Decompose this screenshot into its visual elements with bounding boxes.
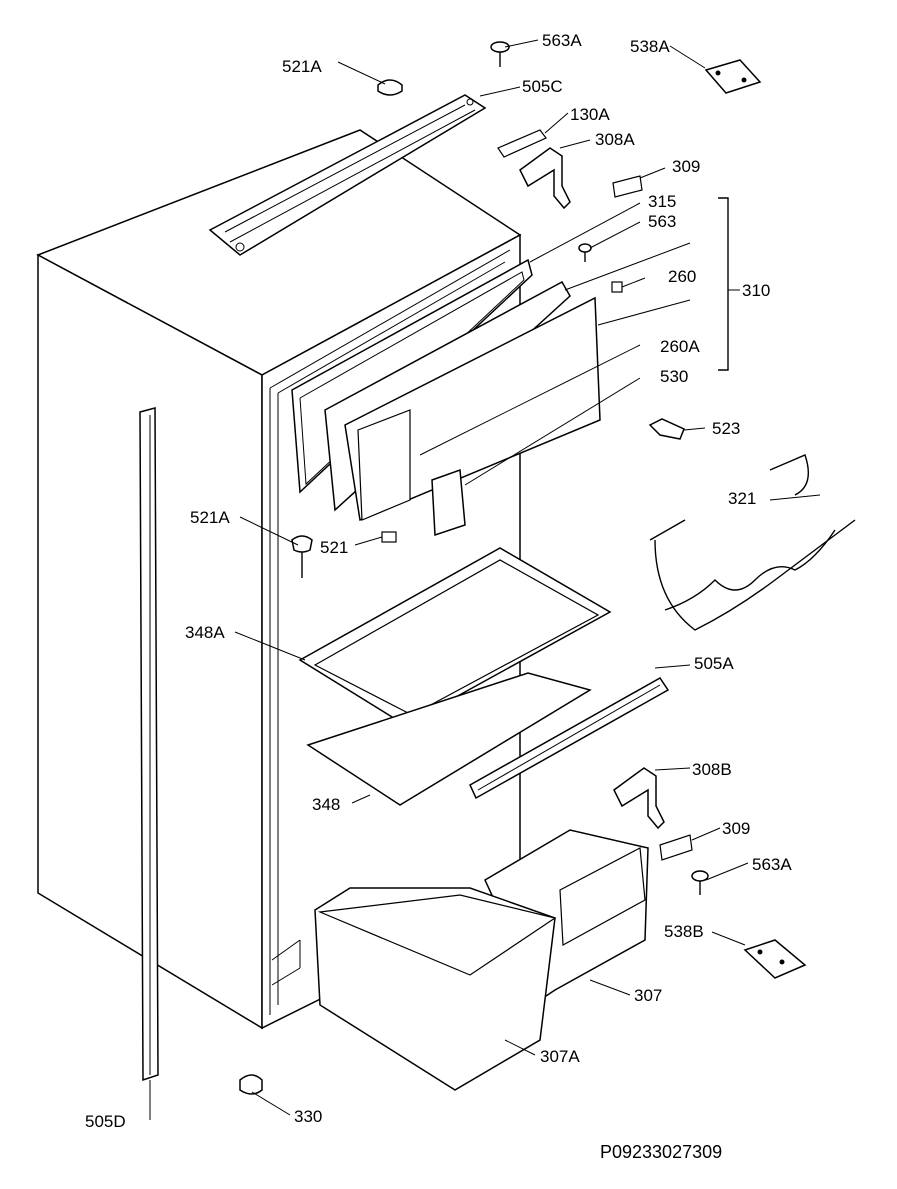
label-310: 310 xyxy=(742,281,770,300)
part-505a-strip xyxy=(469,677,670,800)
label-538a: 538A xyxy=(630,37,670,56)
part-330-foot xyxy=(239,1074,263,1095)
label-260: 260 xyxy=(668,267,696,286)
part-563a-screw-top xyxy=(490,41,510,67)
label-307a: 307A xyxy=(540,1047,580,1066)
part-307a-bin xyxy=(314,887,557,1091)
label-538b: 538B xyxy=(664,922,704,941)
label-521a-mid: 521A xyxy=(190,508,230,527)
part-538a-hinge-plate xyxy=(704,59,762,94)
part-260-clip xyxy=(611,281,623,293)
part-505d-seal xyxy=(139,407,159,1082)
part-523-lamp xyxy=(648,418,685,440)
label-563: 563 xyxy=(648,212,676,231)
label-530: 530 xyxy=(660,367,688,386)
label-505c: 505C xyxy=(522,77,563,96)
part-521-small-block xyxy=(381,531,397,543)
label-309-top: 309 xyxy=(672,157,700,176)
label-330: 330 xyxy=(294,1107,322,1126)
part-labels: 563A 538A 521A 505C 130A 308A 309 315 56… xyxy=(85,31,792,1162)
part-130a-plate xyxy=(497,129,547,158)
label-348: 348 xyxy=(312,795,340,814)
part-530-handle xyxy=(431,468,466,537)
label-308a: 308A xyxy=(595,130,635,149)
part-538b-hinge-plate xyxy=(743,939,807,979)
label-309-bottom: 309 xyxy=(722,819,750,838)
part-321-bottle-rack xyxy=(649,454,856,631)
label-308b: 308B xyxy=(692,760,732,779)
part-563-screw xyxy=(578,243,592,262)
label-521a-top: 521A xyxy=(282,57,322,76)
part-348a-shelf-frame xyxy=(298,547,612,726)
leader-lines xyxy=(149,39,821,1120)
part-505c-top-rail xyxy=(208,94,487,256)
label-521: 521 xyxy=(320,538,348,557)
part-door-inner-panels xyxy=(324,280,601,522)
label-130a: 130A xyxy=(570,105,610,124)
label-523: 523 xyxy=(712,419,740,438)
part-309-label-bottom xyxy=(659,834,693,861)
part-309-label-top xyxy=(612,175,643,198)
document-code: P09233027309 xyxy=(600,1142,722,1162)
label-307: 307 xyxy=(634,986,662,1005)
part-308a-hinge xyxy=(519,147,571,210)
label-260a: 260A xyxy=(660,337,700,356)
part-308b-hinge xyxy=(613,767,665,830)
part-563a-screw-bottom xyxy=(691,870,709,895)
label-348a: 348A xyxy=(185,623,225,642)
label-563a-top: 563A xyxy=(542,31,582,50)
label-315: 315 xyxy=(648,192,676,211)
label-321: 321 xyxy=(728,489,756,508)
label-563a-bottom: 563A xyxy=(752,855,792,874)
label-505d: 505D xyxy=(85,1112,126,1131)
label-505a: 505A xyxy=(694,654,734,673)
part-521a-cap-mid xyxy=(291,535,313,578)
part-348-glass xyxy=(306,672,592,806)
